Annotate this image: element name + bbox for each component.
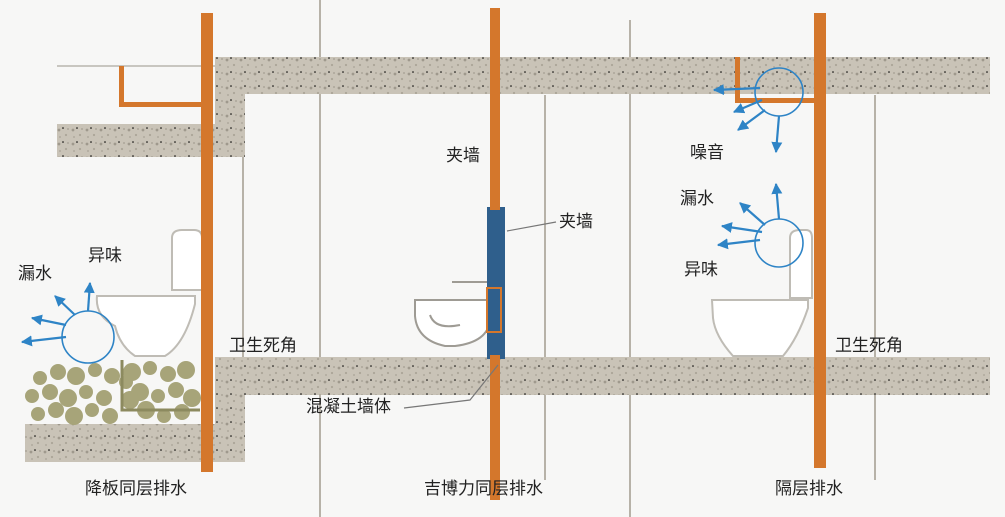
- gravel-pebble: [174, 404, 190, 420]
- gravel-pebble: [25, 389, 39, 403]
- gravel-pebble: [65, 407, 83, 425]
- gravel-pebble: [96, 390, 112, 406]
- problem-arrow: [30, 314, 67, 327]
- left-branch-v: [119, 66, 124, 106]
- gravel-pebble: [59, 389, 77, 407]
- gravel-pebble: [157, 409, 171, 423]
- left-branch-h: [119, 102, 203, 107]
- gravel-pebble: [104, 368, 120, 384]
- gravel-backfill: [25, 361, 201, 425]
- problem-arrow: [20, 335, 67, 347]
- middle-wall-top-label: 夹墙: [446, 146, 480, 166]
- caption-middle: 吉博力同层排水: [424, 479, 543, 499]
- gravel-pebble: [121, 391, 139, 409]
- right-dead-corner-label: 卫生死角: [835, 336, 903, 356]
- concealed-wall-panel: [487, 207, 505, 359]
- caption-right: 隔层排水: [775, 479, 843, 499]
- drain-pipes: [119, 8, 826, 500]
- lower-slab: [215, 357, 990, 395]
- problem-arrow: [771, 182, 783, 220]
- problem-arrow: [732, 98, 763, 114]
- gravel-pebble: [183, 389, 201, 407]
- gravel-pebble: [31, 407, 45, 421]
- middle-wall-side-label: 夹墙: [559, 212, 593, 232]
- left-step-slab: [57, 124, 245, 157]
- right-toilet: [710, 229, 813, 357]
- problem-arrow: [716, 238, 761, 250]
- left-problem-circle: [61, 310, 115, 364]
- leader-lines: [403, 221, 557, 409]
- problem-arrow: [771, 115, 783, 154]
- gravel-pebble: [151, 389, 165, 403]
- middle-main-stack: [490, 8, 500, 210]
- gravel-pebble: [85, 403, 99, 417]
- concrete-slabs: [25, 57, 990, 462]
- gravel-pebble: [177, 361, 195, 379]
- gravel-pebble: [143, 361, 157, 375]
- left-leak-label: 漏水: [18, 264, 52, 284]
- middle-toilet: [414, 281, 491, 347]
- right-branch-v: [735, 57, 740, 102]
- right-branch-h: [735, 98, 817, 103]
- right-leak-label: 漏水: [680, 189, 714, 209]
- problem-arrow: [83, 281, 95, 312]
- right-main-stack: [814, 13, 826, 468]
- gravel-pebble: [168, 382, 184, 398]
- gravel-pebble: [102, 408, 118, 424]
- left-dead-corner-label: 卫生死角: [229, 336, 297, 356]
- middle-lower-stack: [490, 355, 500, 500]
- section-dividers: [242, 0, 876, 517]
- problem-arrow: [737, 109, 766, 131]
- gravel-pebble: [48, 402, 64, 418]
- gravel-pebble: [79, 385, 93, 399]
- right-noise-label: 噪音: [690, 143, 724, 163]
- upper-slab: [215, 57, 990, 94]
- problem-arrow: [720, 222, 763, 234]
- gravel-pebble: [50, 364, 66, 380]
- gravel-pebble: [42, 384, 58, 400]
- problem-arrow: [54, 295, 76, 316]
- left-main-stack: [201, 13, 213, 472]
- gravel-pebble: [33, 371, 47, 385]
- left-step-joint: [215, 94, 245, 157]
- problem-arrow: [739, 202, 766, 226]
- concealed-tank-outline: [486, 287, 502, 333]
- gravel-pebble: [67, 367, 85, 385]
- problem-arrow: [712, 84, 761, 96]
- caption-left: 降板同层排水: [85, 479, 187, 499]
- middle-concrete-label: 混凝土墙体: [306, 397, 391, 417]
- left-odor-label: 异味: [88, 246, 122, 266]
- gravel-pebble: [88, 363, 102, 377]
- left-branch-pipe: [120, 360, 200, 412]
- right-odor-label: 异味: [684, 260, 718, 280]
- problem-arrows: [20, 84, 783, 347]
- gravel-pebble: [160, 366, 176, 382]
